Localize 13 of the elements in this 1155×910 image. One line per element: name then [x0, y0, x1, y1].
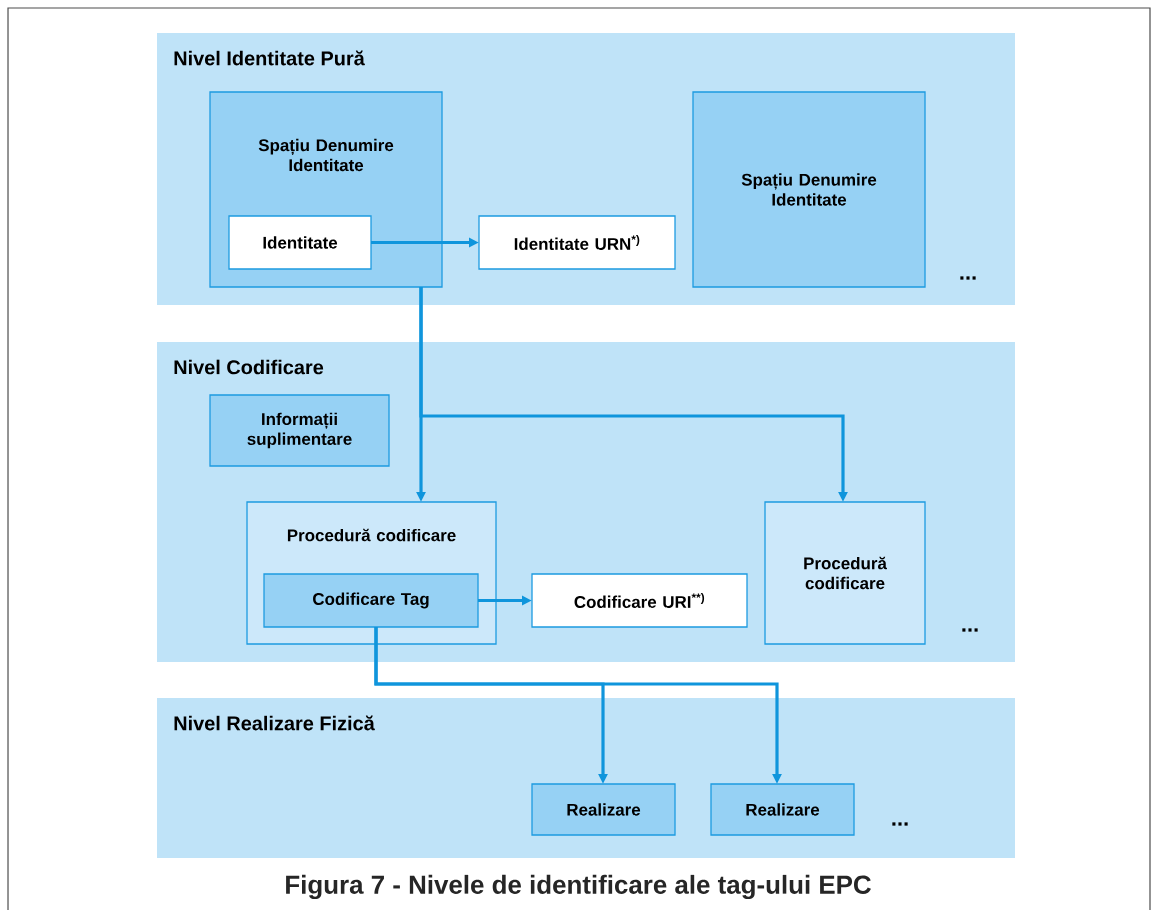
ellipsis: ...: [962, 628, 978, 632]
ellipsis: ...: [892, 822, 908, 826]
process-box: Realizare: [531, 783, 676, 836]
process-box: Realizare: [710, 783, 855, 836]
process-box: Procedură codificare: [764, 501, 926, 645]
process-box: Codificare Tag: [263, 573, 479, 628]
process-box: Informații suplimentare: [209, 394, 390, 467]
caption: Figura 7 - Nivele de identificare ale tag-ului EPC: [286, 874, 871, 900]
process-box: Identitate: [228, 215, 372, 270]
process-box: Identitate URN$^{*)}$: [478, 215, 676, 270]
process-box: Spațiu Denumire Identitate: [692, 91, 926, 288]
process-box: Codificare URI$^{**)}$: [531, 573, 748, 628]
ellipsis: ...: [960, 276, 976, 280]
